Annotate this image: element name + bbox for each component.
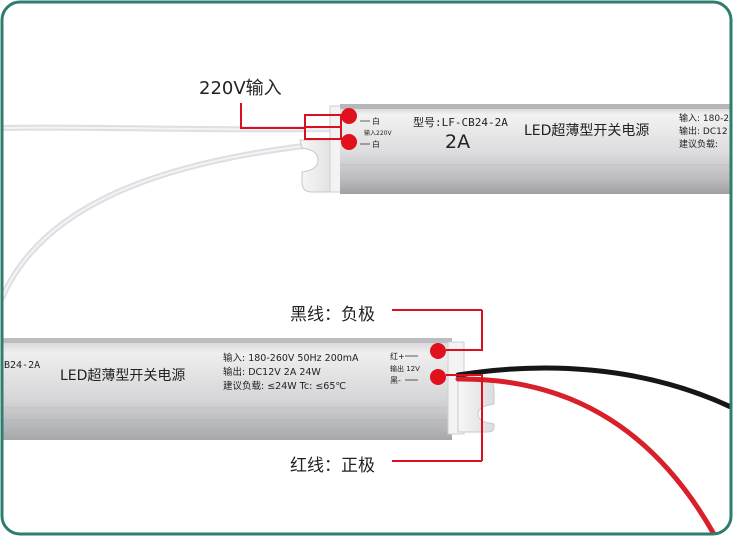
bottom-product-name: LED超薄型开关电源 bbox=[60, 368, 185, 384]
bottom-term-out: 输出 12V bbox=[390, 364, 420, 373]
top-terminal-1: 白 bbox=[372, 116, 380, 126]
label-black-wire-negative: 黑线：负极 bbox=[290, 305, 375, 325]
bottom-mounting-tab bbox=[457, 379, 495, 433]
bottom-spec-load: 建议负载: ≤24W Tc: ≤65℃ bbox=[223, 380, 346, 392]
top-housing bbox=[340, 104, 731, 194]
dot-negative-terminal bbox=[430, 369, 446, 385]
red-output-wire bbox=[455, 376, 718, 534]
bottom-power-supply: B24-2A LED超薄型开关电源 输入: 180-260V 50Hz 200m… bbox=[2, 338, 731, 534]
top-input-note: 输入220V bbox=[364, 129, 392, 137]
bottom-housing bbox=[2, 338, 452, 440]
black-output-wire bbox=[455, 365, 731, 411]
top-spec-out: 输出: DC12 bbox=[679, 125, 728, 137]
top-current: 2A bbox=[445, 131, 470, 153]
dot-white-terminal-2 bbox=[341, 134, 357, 150]
bottom-model-part: B24-2A bbox=[4, 360, 40, 371]
top-spec-load: 建议负载: bbox=[679, 138, 718, 150]
callout-220v bbox=[240, 103, 357, 150]
label-red-wire-positive: 红线：正极 bbox=[290, 456, 375, 476]
top-terminal-2: 白 bbox=[372, 139, 380, 149]
bottom-spec-out: 输出: DC12V 2A 24W bbox=[223, 366, 321, 378]
top-power-supply: 白 输入220V 白 型号:LF-CB24-2A 2A LED超薄型开关电源 输… bbox=[2, 104, 731, 301]
bottom-term-pos: 红+ bbox=[390, 351, 405, 361]
top-model: 型号:LF-CB24-2A bbox=[413, 115, 508, 129]
bottom-spec-in: 输入: 180-260V 50Hz 200mA bbox=[223, 352, 359, 364]
top-spec-in: 输入: 180-2 bbox=[679, 112, 729, 124]
callout-red-wire bbox=[392, 369, 483, 462]
bottom-term-neg: 黑- bbox=[390, 376, 401, 385]
dot-positive-terminal bbox=[430, 343, 446, 359]
label-220v-input: 220V输入 bbox=[199, 78, 282, 99]
dot-white-terminal-1 bbox=[341, 108, 357, 124]
callout-black-wire bbox=[392, 309, 483, 359]
top-product-name: LED超薄型开关电源 bbox=[524, 123, 649, 139]
